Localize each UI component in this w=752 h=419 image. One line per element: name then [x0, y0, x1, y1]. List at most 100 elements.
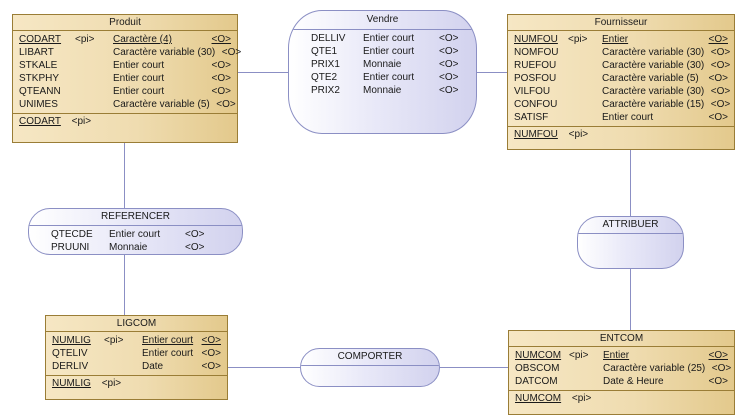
attribute-name: CODART [19, 34, 62, 45]
attribute-name: RUEFOU [514, 60, 557, 71]
entity-attribute-row: POSFOU Caractère variable (5) <O> [508, 72, 734, 85]
attribute-mandatory-flag: <O> [211, 86, 231, 97]
attribute-name: QTE1 [311, 46, 338, 57]
attribute-type: Entier court [363, 46, 415, 57]
entity-attribute-row: DATCOM Date & Heure <O> [509, 375, 734, 388]
entity-produit[interactable]: Produit CODART <pi> Caractère (4) <O> LI… [12, 14, 242, 143]
relationship-vendre[interactable]: Vendre DELLIV Entier court <O> QTE1 Enti… [288, 10, 477, 134]
attribute-type: Entier [603, 350, 630, 361]
identifier-name: NUMFOU [514, 129, 558, 140]
attribute-mandatory-flag: <O> [708, 350, 728, 361]
attribute-type: Entier court [142, 348, 194, 359]
attribute-type: Entier court [142, 335, 194, 346]
attribute-type: Monnaie [109, 242, 148, 253]
relationship-attribute-list: DELLIV Entier court <O> QTE1 Entier cour… [289, 30, 476, 97]
entity-identifier: NUMCOM <pi> [509, 391, 734, 406]
attribute-mandatory-flag: <O> [710, 60, 731, 71]
attribute-type: Monnaie [363, 59, 402, 70]
attribute-mandatory-flag: <O> [710, 47, 731, 58]
attribute-name: PRUUNI [51, 242, 90, 253]
relationship-attribute-row: PRUUNI Monnaie <O> [29, 241, 242, 254]
relationship-attribute-row: QTECDE Entier court <O> [29, 228, 242, 241]
entity-title: LIGCOM [46, 316, 227, 332]
attribute-mandatory-flag: <O> [211, 73, 231, 84]
attribute-mandatory-flag: <O> [211, 60, 231, 71]
entity-identifier: NUMLIG <pi> [46, 376, 227, 391]
identifier-name: NUMLIG [52, 378, 91, 389]
attribute-identifier-marker [568, 98, 602, 111]
attribute-mandatory-flag: <O> [201, 348, 221, 359]
relationship-comporter[interactable]: COMPORTER [300, 348, 440, 387]
entity-entcom[interactable]: ENTCOM NUMCOM <pi> Entier <O> OBSCOM Car… [508, 330, 735, 415]
attribute-name: PRIX2 [311, 85, 340, 96]
relationship-attribute-row: QTE2 Entier court <O> [289, 71, 476, 84]
entity-attribute-list: NUMFOU <pi> Entier <O> NOMFOU Caractère … [508, 31, 734, 127]
attribute-mandatory-flag: <O> [710, 86, 731, 97]
attribute-name: POSFOU [514, 73, 557, 84]
relationship-title: ATTRIBUER [578, 217, 683, 234]
attribute-name: QTELIV [52, 348, 88, 359]
attribute-name: PRIX1 [311, 59, 340, 70]
connector-comporter-entcom [440, 367, 508, 368]
attribute-mandatory-flag: <O> [439, 46, 459, 57]
relationship-attribute-row: QTE1 Entier court <O> [289, 45, 476, 58]
attribute-mandatory-flag: <O> [221, 47, 242, 58]
attribute-identifier-marker [104, 360, 142, 373]
entity-fournisseur[interactable]: Fournisseur NUMFOU <pi> Entier <O> NOMFO… [507, 14, 735, 150]
entity-attribute-row: NOMFOU Caractère variable (30) <O> [508, 46, 734, 59]
entity-ligcom[interactable]: LIGCOM NUMLIG <pi> Entier court <O> QTEL… [45, 315, 228, 400]
relationship-referencer[interactable]: REFERENCER QTECDE Entier court <O> PRUUN… [28, 208, 243, 255]
identifier-marker: <pi> [568, 129, 589, 140]
attribute-type: Caractère variable (30) [602, 60, 705, 71]
attribute-identifier-marker [568, 85, 602, 98]
attribute-mandatory-flag: <O> [201, 361, 221, 372]
connector-attribuer-entcom [630, 269, 631, 330]
entity-attribute-row: NUMFOU <pi> Entier <O> [508, 33, 734, 46]
attribute-name: SATISF [514, 112, 549, 123]
entity-attribute-row: DERLIV Date <O> [46, 360, 227, 373]
entity-attribute-row: NUMCOM <pi> Entier <O> [509, 349, 734, 362]
entity-attribute-row: UNIMES Caractère variable (5) <O> [13, 98, 237, 111]
attribute-name: STKPHY [19, 73, 60, 84]
connector-referencer-ligcom [124, 255, 125, 315]
attribute-mandatory-flag: <O> [201, 335, 221, 346]
entity-attribute-row: CODART <pi> Caractère (4) <O> [13, 33, 237, 46]
relationship-attribuer[interactable]: ATTRIBUER [577, 216, 684, 269]
attribute-identifier-marker: <pi> [104, 335, 124, 346]
attribute-type: Caractère variable (5) [113, 99, 210, 110]
identifier-marker: <pi> [101, 378, 122, 389]
attribute-name: NUMLIG [52, 335, 91, 346]
attribute-type: Entier court [113, 86, 165, 97]
relationship-attribute-list [578, 234, 683, 236]
attribute-type: Date [142, 361, 164, 372]
connector-produit-referencer [124, 143, 125, 208]
attribute-name: STKALE [19, 60, 58, 71]
attribute-mandatory-flag: <O> [185, 229, 205, 240]
attribute-identifier-marker [569, 362, 603, 375]
attribute-mandatory-flag: <O> [185, 242, 205, 253]
entity-attribute-row: RUEFOU Caractère variable (30) <O> [508, 59, 734, 72]
attribute-type: Caractère variable (5) [602, 73, 699, 84]
attribute-type: Entier [602, 34, 629, 45]
identifier-marker: <pi> [71, 116, 92, 127]
identifier-marker: <pi> [571, 393, 592, 404]
relationship-title: REFERENCER [29, 209, 242, 226]
attribute-identifier-marker [569, 375, 603, 388]
entity-attribute-row: STKPHY Entier court <O> [13, 72, 237, 85]
attribute-identifier-marker: <pi> [569, 350, 589, 361]
entity-identifier: CODART <pi> [13, 114, 237, 129]
attribute-identifier-marker [75, 72, 113, 85]
entity-attribute-row: OBSCOM Caractère variable (25) <O> [509, 362, 734, 375]
attribute-identifier-marker [568, 46, 602, 59]
identifier-name: NUMCOM [515, 393, 562, 404]
entity-title: Fournisseur [508, 15, 734, 31]
relationship-title: Vendre [289, 11, 476, 30]
attribute-type: Caractère variable (30) [113, 47, 216, 58]
attribute-mandatory-flag: <O> [708, 112, 728, 123]
attribute-name: LIBART [19, 47, 54, 58]
attribute-identifier-marker [75, 59, 113, 72]
attribute-name: NOMFOU [514, 47, 559, 58]
attribute-identifier-marker: <pi> [568, 34, 588, 45]
attribute-type: Caractère variable (30) [602, 86, 705, 97]
